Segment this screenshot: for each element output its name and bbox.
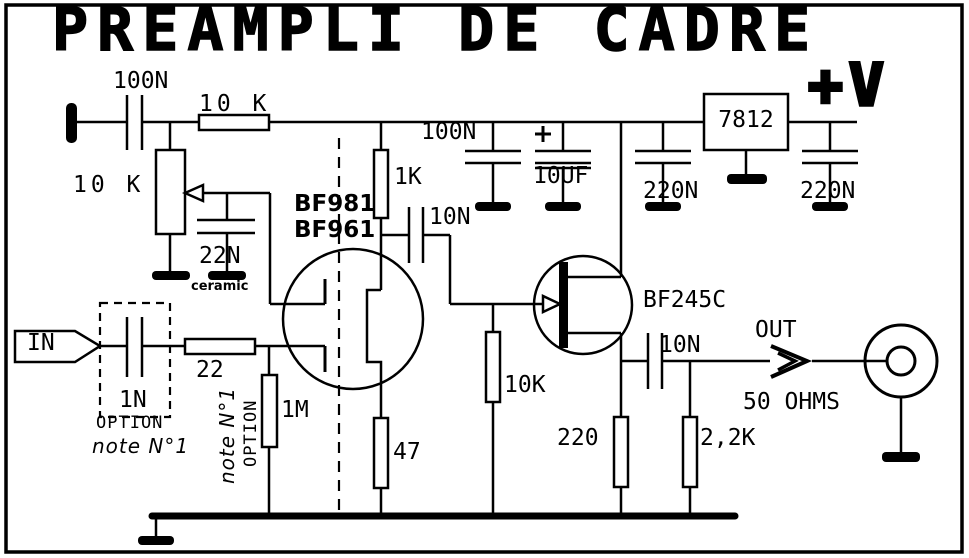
output-cap-label: 10N [659,332,701,358]
option-cap-1n-icon [98,301,185,419]
bias-resistor-label: 1M [281,397,309,423]
electrolytic-cap-label: 10UF [533,163,589,189]
potentiometer-icon [152,122,325,306]
regulator-7812-icon [702,92,790,184]
in-connector-icon [13,329,103,364]
ground-bus [138,512,739,545]
output-connector-icon [863,323,939,462]
agc-cap-label: 22N [199,243,241,269]
out-arrow-icon [690,344,889,379]
cap-10uf-icon [535,122,591,211]
coupling-cap-100n-icon [125,95,144,150]
mosfet-type-1-label: BF981 [294,191,376,217]
bias-note-label: note N°1 [215,386,239,484]
frame-terminal-icon [66,103,77,143]
bias-tag-label: OPTION [241,399,261,467]
resistor-1m-icon [260,346,279,516]
top-resistor-label: 10 K [199,91,271,117]
option-cap-value-label: 1N [119,387,147,413]
cap-220n-left-icon [635,122,691,211]
jfet-bf245c-icon [532,122,634,361]
regulator-label: 7812 [718,107,774,133]
in-connector-label: IN [27,330,55,356]
mosfet-bf981-icon [269,247,425,418]
agc-cap-type-label: ceramic [191,279,249,294]
interstage-cap-label: 10N [429,204,471,230]
rail-filter-cap-label: 100N [421,119,477,145]
cap-10n-output-icon [621,333,690,389]
resistor-220-icon [612,361,630,516]
jfet-type-label: BF245C [643,287,727,313]
drain-resistor-label: 1K [394,164,422,190]
source-resistor-47-label: 47 [393,439,421,465]
cap-10n-interstage-icon [381,207,543,306]
gate-resistor-label: 10K [504,372,546,398]
option-note-label: note N°1 [92,434,190,458]
agc-cap-22n-icon [197,193,255,280]
mosfet-type-2-label: BF961 [294,217,376,243]
schematic-title: PREAMPLI DE CADRE [51,0,820,65]
source-resistor-220-label: 220 [557,425,599,451]
output-resistor-label: 2,2K [700,425,756,451]
resistor-10k-top-icon [197,113,271,132]
out-label: OUT [755,317,797,343]
resistor-1k-icon [372,122,390,290]
resistor-10k-gate-icon [484,304,502,516]
potentiometer-label: 10 K [73,172,145,198]
option-tag-label: OPTION [96,413,164,433]
resistor-2k2-icon [681,361,699,516]
series-resistor-label: 22 [196,357,224,383]
coupling-cap-label: 100N [113,68,169,94]
resistor-22-icon [183,337,269,356]
cap-220n-right-icon [802,122,858,211]
resistor-47-icon [372,416,390,516]
page-border [4,3,964,554]
cap-100n-rail-icon [465,122,521,211]
decoupling-cap-left-label: 220N [643,178,699,204]
decoupling-cap-right-label: 220N [800,178,856,204]
rail-voltage-label: +V [806,51,890,119]
impedance-label: 50 OHMS [743,389,840,415]
